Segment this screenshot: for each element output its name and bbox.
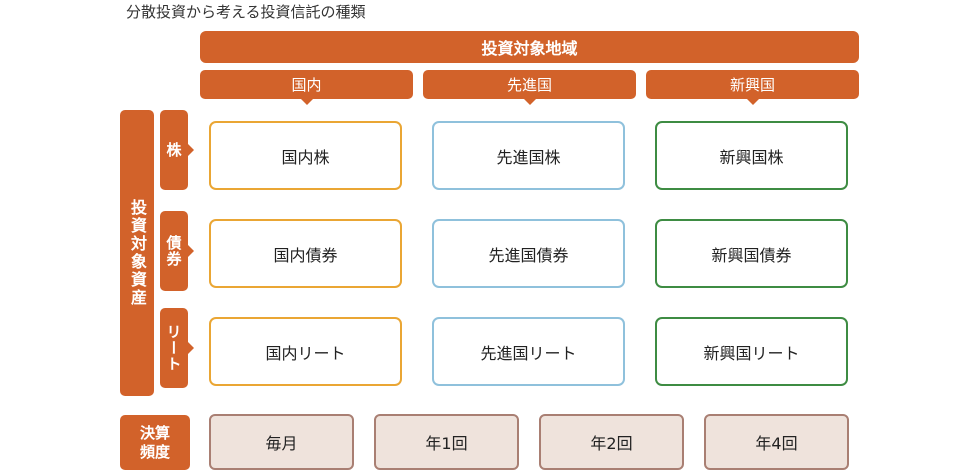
cell-developed-reit: 先進国リート bbox=[432, 317, 625, 386]
frequency-annual: 年1回 bbox=[374, 414, 519, 470]
region-emerging: 新興国 bbox=[646, 70, 859, 105]
settlement-frequency-label: 決算 頻度 bbox=[120, 415, 190, 470]
cell-emerging-stock: 新興国株 bbox=[655, 121, 848, 190]
cell-domestic-reit: 国内リート bbox=[209, 317, 402, 386]
asset-header: 投資対象資産 bbox=[120, 110, 154, 396]
region-domestic: 国内 bbox=[200, 70, 413, 105]
asset-reit: リート bbox=[160, 308, 194, 388]
asset-header-label: 投資対象資産 bbox=[128, 199, 147, 307]
frequency-quarterly: 年4回 bbox=[704, 414, 849, 470]
cell-emerging-reit: 新興国リート bbox=[655, 317, 848, 386]
asset-bond-label: 債券 bbox=[164, 235, 183, 267]
cell-emerging-bond: 新興国債券 bbox=[655, 219, 848, 288]
cell-developed-bond: 先進国債券 bbox=[432, 219, 625, 288]
cell-domestic-bond: 国内債券 bbox=[209, 219, 402, 288]
frequency-monthly: 毎月 bbox=[209, 414, 354, 470]
asset-stock: 株 bbox=[160, 110, 194, 190]
asset-reit-label: リート bbox=[164, 324, 183, 372]
region-developed: 先進国 bbox=[423, 70, 636, 105]
cell-domestic-stock: 国内株 bbox=[209, 121, 402, 190]
asset-stock-label: 株 bbox=[164, 142, 183, 158]
diagram-title: 分散投資から考える投資信託の種類 bbox=[126, 3, 366, 21]
asset-bond: 債券 bbox=[160, 211, 194, 291]
frequency-semiannual: 年2回 bbox=[539, 414, 684, 470]
region-header: 投資対象地域 bbox=[200, 31, 859, 63]
cell-developed-stock: 先進国株 bbox=[432, 121, 625, 190]
